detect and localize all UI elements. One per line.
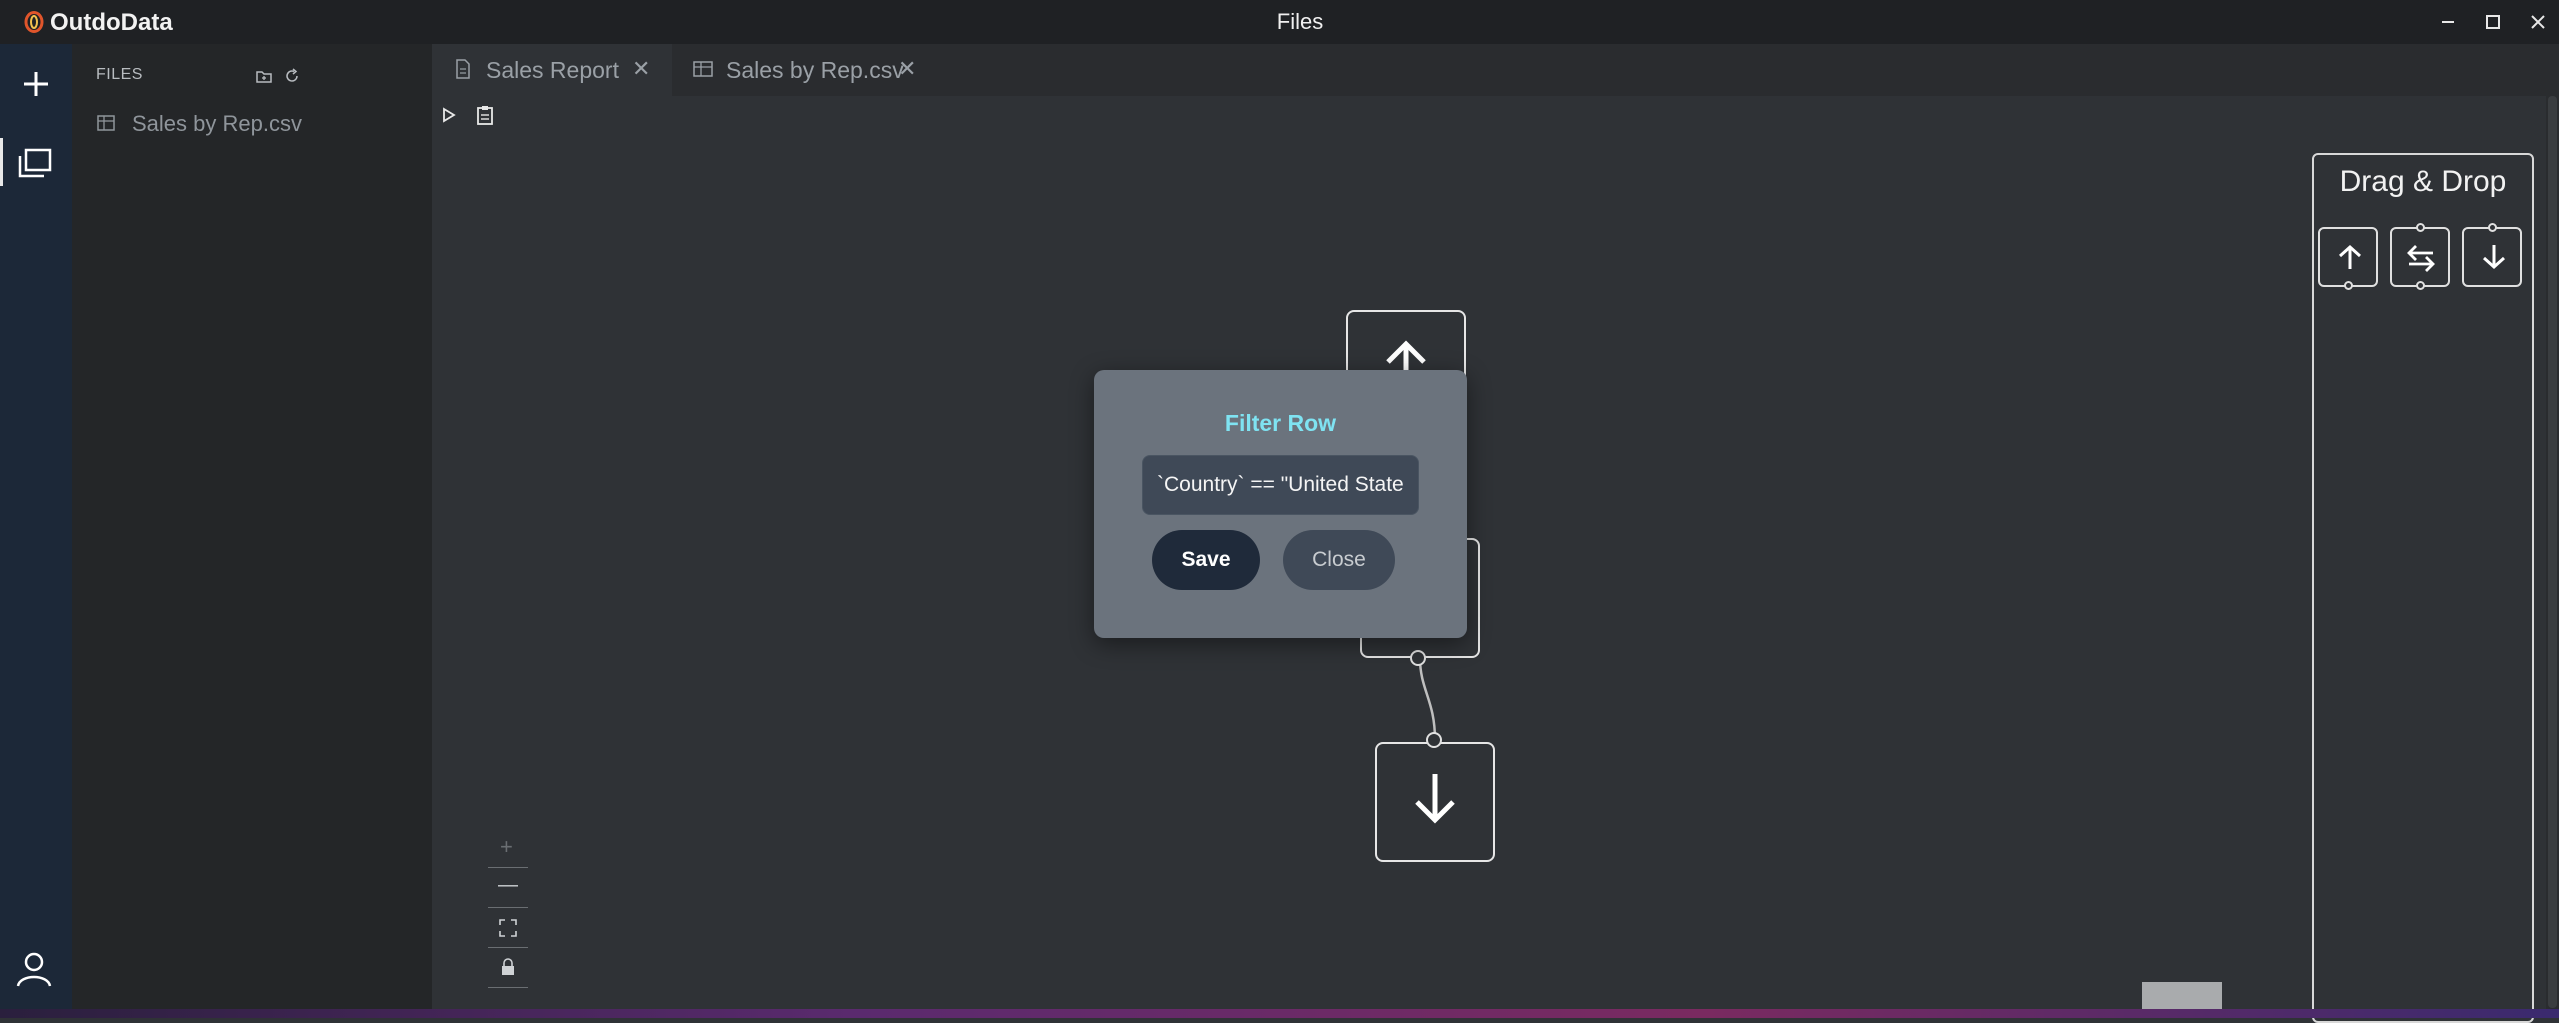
node-handle xyxy=(2416,223,2425,232)
files-explorer-icon[interactable] xyxy=(0,130,72,194)
table-icon xyxy=(97,115,115,131)
zoom-in-icon: + xyxy=(500,834,513,859)
lock-button[interactable] xyxy=(488,948,528,988)
dnd-output-node[interactable] xyxy=(2462,223,2522,287)
drag-drop-panel: Drag & Drop xyxy=(2312,153,2534,1023)
node-handle[interactable] xyxy=(1410,650,1426,666)
zoom-in-button[interactable]: + xyxy=(488,828,528,868)
active-indicator xyxy=(0,138,3,186)
node-handle xyxy=(2488,223,2497,232)
clipboard-icon[interactable] xyxy=(474,104,496,126)
scrollbar-thumb[interactable] xyxy=(2548,96,2557,1008)
minimap[interactable] xyxy=(2142,982,2222,1009)
tab-sales-report[interactable]: Sales Report ✕ xyxy=(432,44,672,96)
drag-drop-title: Drag & Drop xyxy=(2339,165,2507,198)
zoom-out-button[interactable]: — xyxy=(488,868,528,908)
dnd-input-node[interactable] xyxy=(2318,227,2378,290)
user-account-icon[interactable] xyxy=(0,936,72,1000)
tab-label: Sales by Rep.csv xyxy=(726,57,904,83)
fit-view-button[interactable] xyxy=(488,908,528,948)
fit-view-icon xyxy=(499,919,517,937)
close-tab-icon[interactable]: ✕ xyxy=(632,56,651,81)
dnd-transform-node[interactable] xyxy=(2390,223,2450,290)
filter-row-modal: Filter Row Save Close xyxy=(1094,370,1467,638)
app-name: OutdoData xyxy=(50,9,173,36)
tab-sales-by-rep[interactable]: Sales by Rep.csv ✕ xyxy=(672,44,916,96)
edge-connector xyxy=(1418,657,1437,741)
node-handle[interactable] xyxy=(1426,732,1442,748)
table-icon xyxy=(693,61,713,77)
output-node[interactable] xyxy=(1375,742,1495,862)
document-icon xyxy=(456,59,470,79)
arrow-up-icon xyxy=(2338,244,2362,269)
maximize-icon[interactable] xyxy=(2479,8,2507,36)
file-item-sales-by-rep[interactable]: Sales by Rep.csv xyxy=(96,108,396,138)
tab-label: Sales Report xyxy=(486,57,619,83)
arrow-down-icon xyxy=(2482,245,2506,270)
zoom-out-icon: — xyxy=(498,874,518,896)
new-file-plus-icon[interactable] xyxy=(0,52,72,116)
bottom-edge xyxy=(0,1009,2559,1018)
tab-bar: Sales Report ✕ Sales by Rep.csv ✕ xyxy=(432,44,2559,96)
file-item-label: Sales by Rep.csv xyxy=(132,111,302,136)
window-title: Files xyxy=(1276,9,1324,34)
modal-title: Filter Row xyxy=(1224,410,1337,436)
swap-arrows-icon xyxy=(2407,245,2435,272)
new-folder-icon[interactable] xyxy=(254,66,274,86)
node-handle xyxy=(2344,281,2353,290)
node-handle xyxy=(2416,281,2425,290)
run-play-icon[interactable] xyxy=(438,104,460,126)
minimize-icon[interactable] xyxy=(2434,8,2462,36)
activity-bar xyxy=(0,44,72,1009)
arrow-down-icon xyxy=(1415,774,1455,824)
save-button[interactable]: Save xyxy=(1152,530,1260,590)
title-bar: OutdoData Files xyxy=(0,0,2559,44)
close-button[interactable]: Close xyxy=(1283,530,1395,590)
files-header: FILES xyxy=(96,66,143,83)
close-tab-icon[interactable]: ✕ xyxy=(898,56,917,81)
app-logo-icon xyxy=(24,11,44,33)
file-explorer-sidebar: FILES Sales by Rep.csv xyxy=(72,44,432,1009)
close-window-icon[interactable] xyxy=(2524,8,2552,36)
vertical-scrollbar[interactable] xyxy=(2546,96,2559,1009)
refresh-icon[interactable] xyxy=(282,66,302,86)
filter-expression-input[interactable] xyxy=(1142,455,1419,515)
lock-icon xyxy=(502,958,514,975)
